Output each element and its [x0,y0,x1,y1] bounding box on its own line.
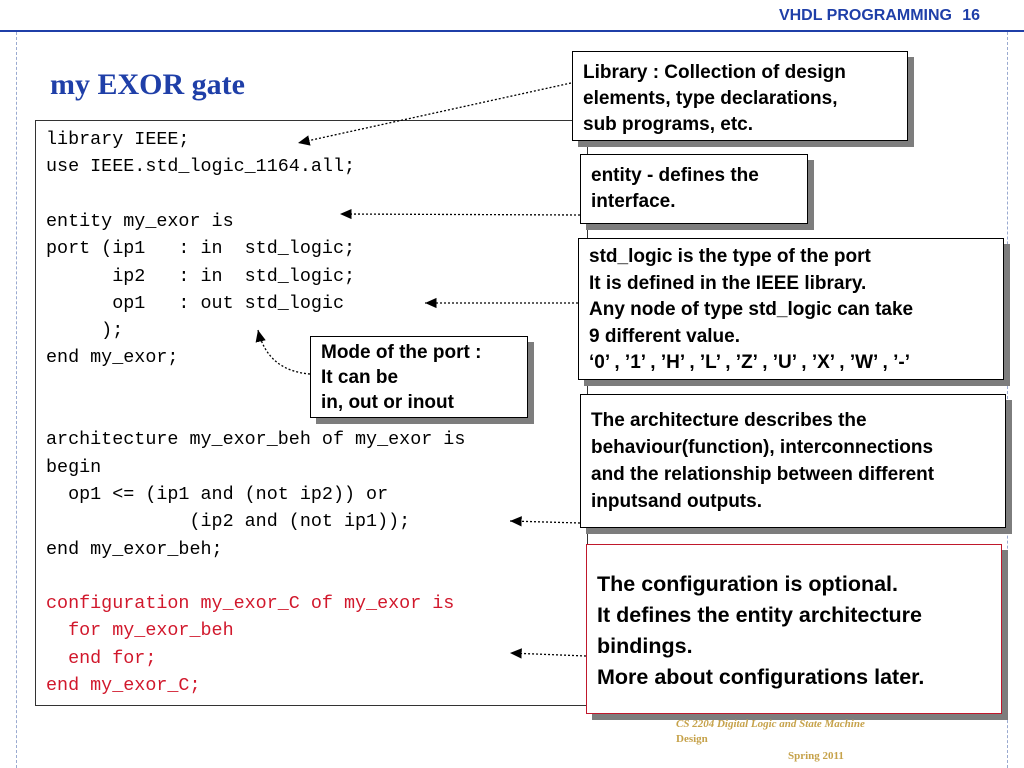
code-line: port (ip1 : in std_logic; [46,238,356,260]
callout-mode-line: It can be [321,367,399,388]
callout-architecture-line: and the relationship between different [591,464,935,485]
slide-title: my EXOR gate [50,68,245,101]
arrow-architecture [509,516,581,527]
frame-right-border [1007,32,1009,768]
code-line: end my_exor; [46,347,179,369]
callout-std-logic-line: ‘0’ , ’1’ , ’H’ , ’L’ , ’Z’ , ’U’ , ’X’ … [589,352,910,373]
code-line: ip2 : in std_logic; [46,265,356,287]
footer-term: Spring 2011 [788,750,844,762]
page-number: 16 [962,7,980,24]
code-line: end for; [46,647,157,669]
code-line: library IEEE; [46,129,190,150]
callout-architecture-line: The architecture describes the [591,410,867,431]
code-line: ); [46,320,124,342]
callout-architecture-line: inputsand outputs. [591,491,762,512]
callout-library: Library : Collection of design elements,… [572,51,908,141]
callout-library-line: sub programs, etc. [583,114,753,135]
arrow-mode [255,329,311,375]
code-line: for my_exor_beh [46,620,234,642]
callout-entity-line: interface. [591,191,676,212]
code-line: architecture my_exor_beh of my_exor is [46,429,466,451]
callout-configuration-line: It defines the entity architecture [597,603,922,627]
callout-std-logic-line: 9 different value. [589,325,740,347]
callout-mode-line: in, out or inout [321,392,454,413]
callout-std-logic-line: std_logic is the type of the port [589,246,871,267]
footer-course-2: Design [676,733,708,745]
callout-configuration-line: The configuration is optional. [597,572,898,596]
callout-architecture-line: behaviour(function), interconnections [591,437,934,458]
callout-library-line: elements, type declarations, [583,88,838,109]
code-line: use IEEE.std_logic_1164.all; [46,156,356,178]
callout-entity: entity - defines the interface. [580,154,808,224]
code-line: op1 : out std_logic [46,292,344,314]
callout-std-logic: std_logic is the type of the port It is … [578,238,1004,380]
slide-header: VHDL PROGRAMMING 16 [0,0,1024,30]
code-line: (ip2 and (not ip1)); [46,511,411,533]
header-title: VHDL PROGRAMMING [778,7,952,24]
callout-std-logic-line: It is defined in the IEEE library. [589,272,867,294]
callout-mode-line: Mode of the port : [321,342,482,363]
arrow-configuration [509,648,587,659]
frame-left-border [16,32,18,768]
code-line: op1 <= (ip1 and (not ip2)) or [46,483,389,505]
code-line: entity my_exor is [46,210,234,232]
callout-configuration-line: bindings. [597,634,693,658]
arrow-library [297,82,572,146]
callout-std-logic-line: Any node of type std_logic can take [589,299,914,320]
header-divider [0,30,1024,32]
code-line: begin [46,456,102,478]
callout-library-line: Library : Collection of design [583,62,846,83]
callout-architecture: The architecture describes the behaviour… [580,394,1006,528]
code-line: end my_exor_beh; [46,538,223,560]
code-line: configuration my_exor_C of my_exor is [46,593,455,615]
callout-configuration: The configuration is optional. It define… [586,544,1002,714]
callout-mode: Mode of the port : It can be in, out or … [310,336,528,418]
callout-entity-line: entity - defines the [591,165,759,186]
arrow-entity [339,208,581,220]
callout-configuration-line: More about configurations later. [597,665,925,689]
footer-course: CS 2204 Digital Logic and State Machine [676,718,865,730]
code-line: end my_exor_C; [46,675,201,696]
